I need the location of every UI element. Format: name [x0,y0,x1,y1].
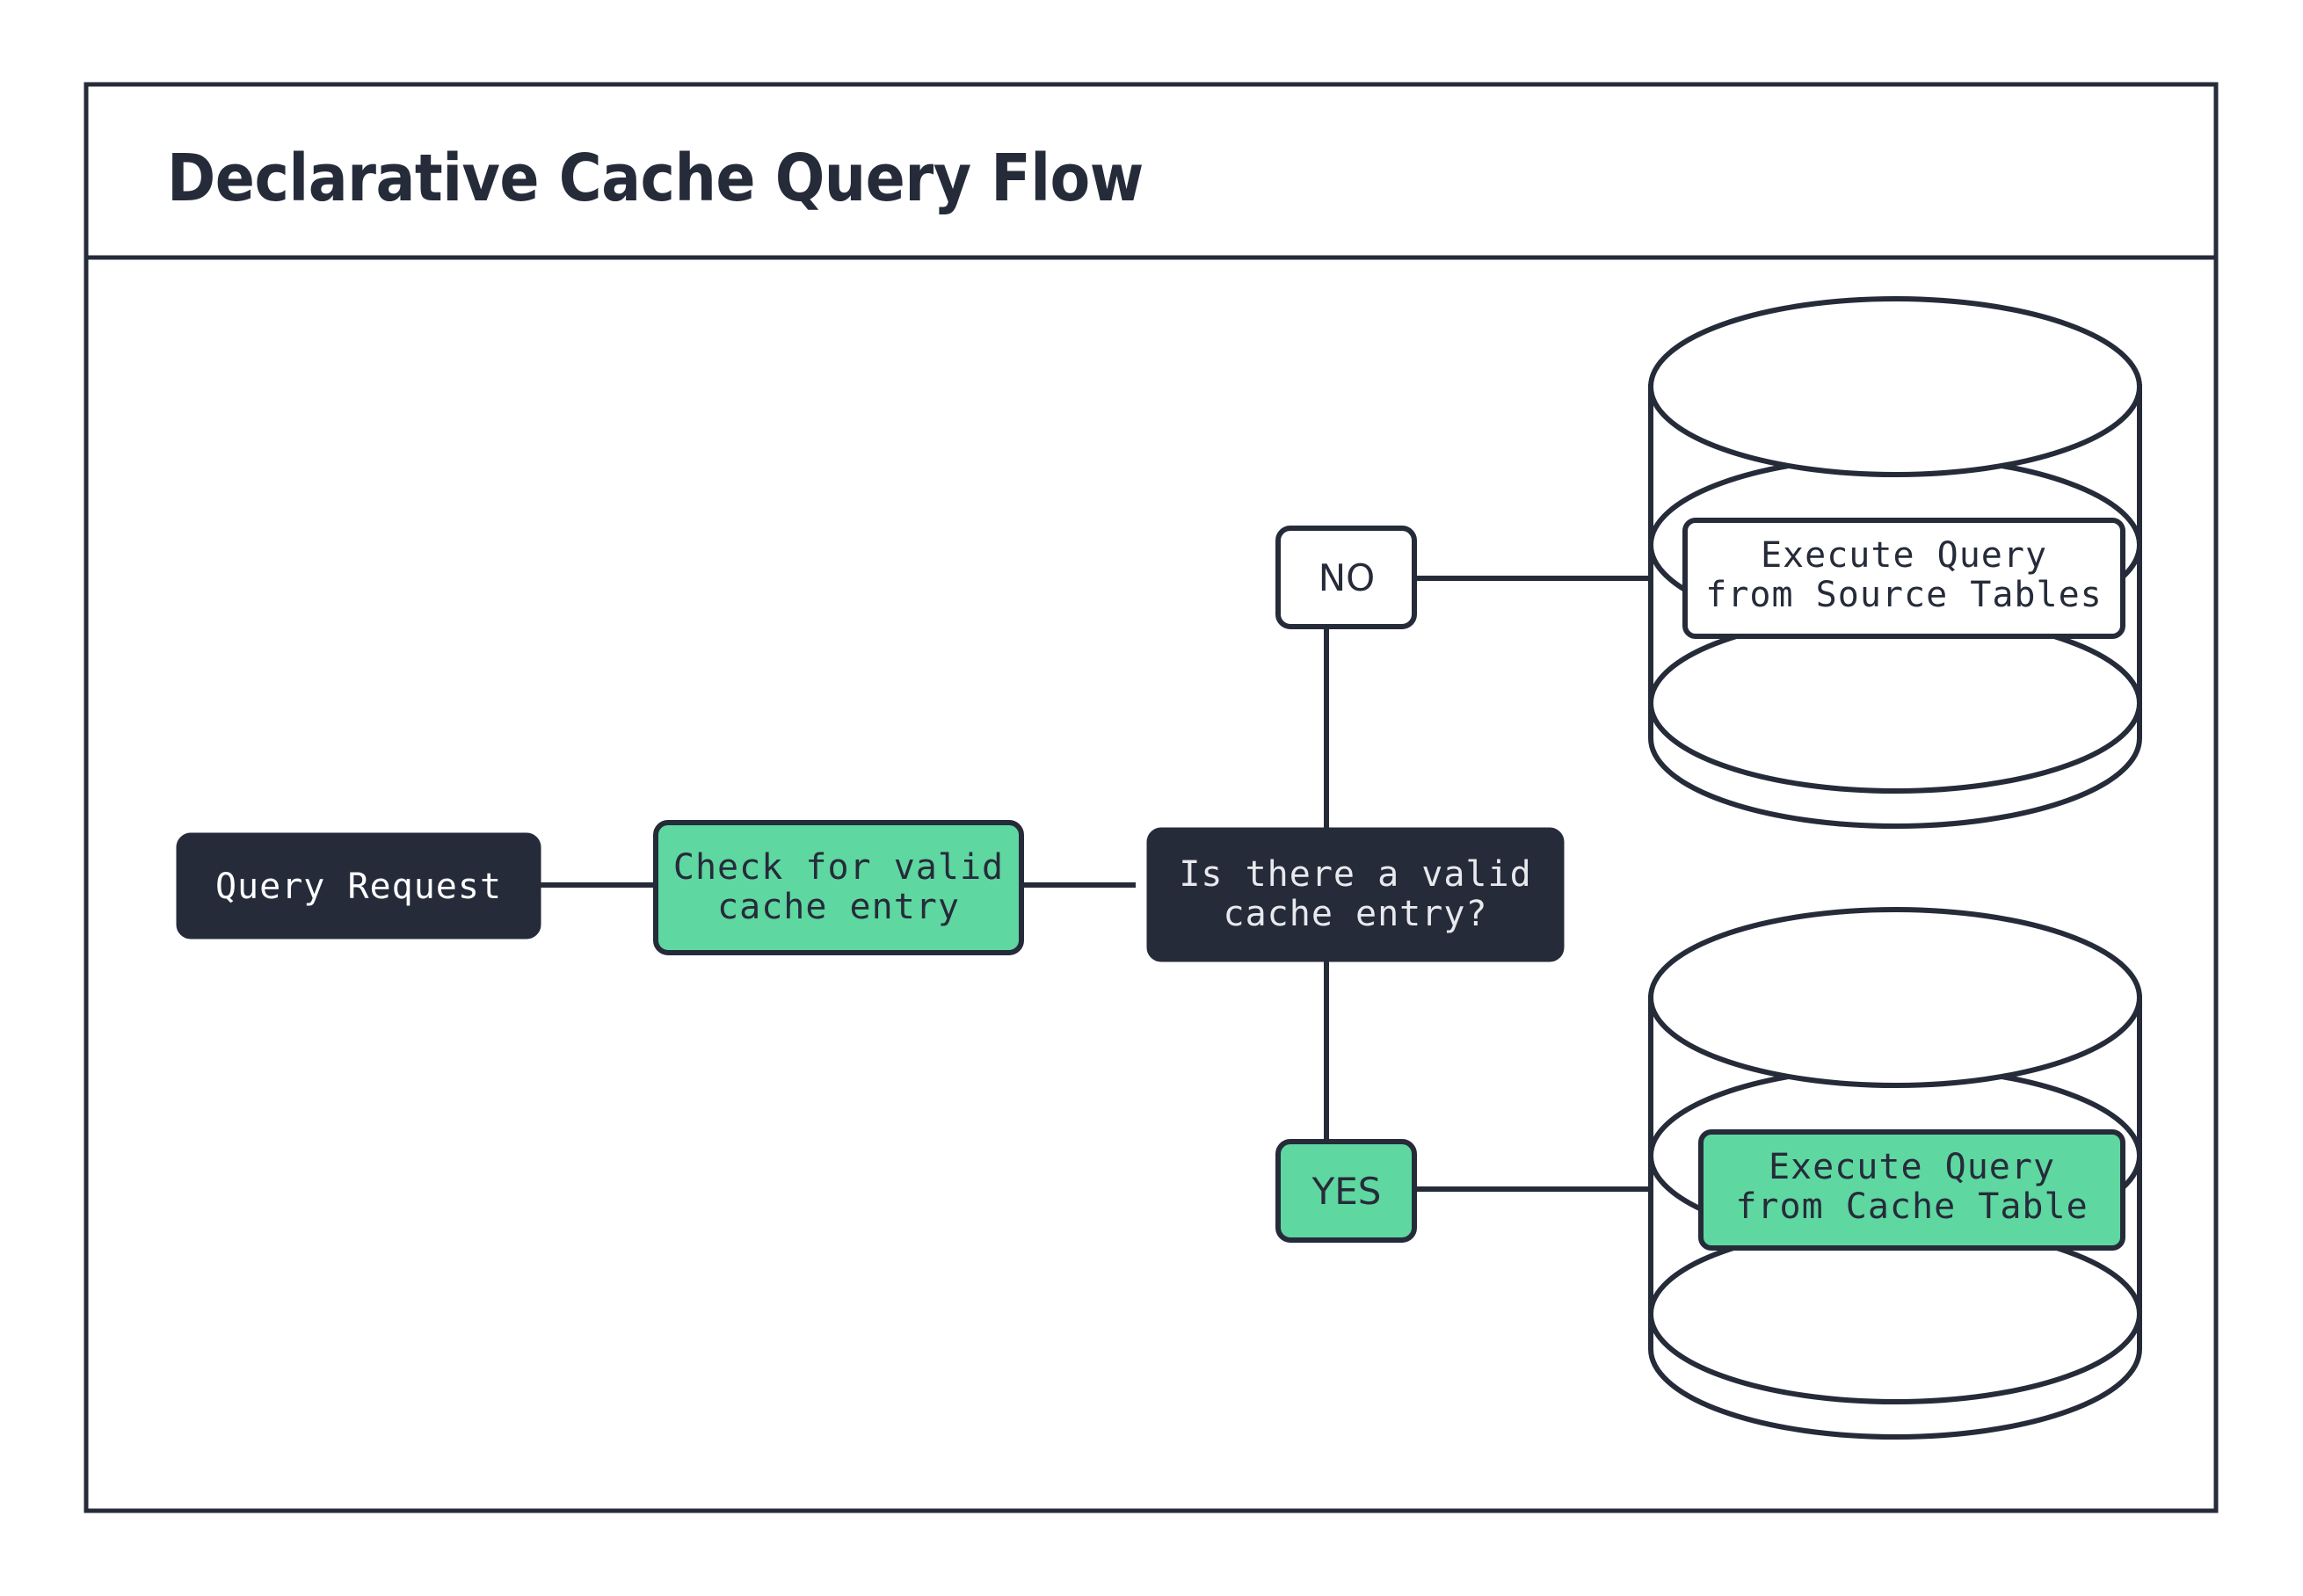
node-check-cache-entry[interactable]: Check for valid cache entry [653,820,1024,955]
query-request-label: Query Request [215,867,502,907]
source-db-label-box [1682,518,2125,639]
cache-db-disk-bottom [1648,1223,2142,1404]
decision-box [1146,827,1565,962]
no-branch-label: NO [1319,556,1375,599]
cache-database-cylinder[interactable]: Execute Query from Cache Table [1648,907,2142,1440]
source-db-label-line2: from Source Tables [1705,575,2102,615]
source-db-label-line1: Execute Query [1761,535,2047,576]
source-db-disk-top [1648,296,2142,477]
query-request-box [176,832,541,939]
source-db-disk-bottom [1648,613,2142,794]
cache-db-label-box [1698,1129,2125,1251]
no-branch-box [1275,526,1417,629]
yes-branch-box [1275,1139,1417,1243]
source-database-cylinder[interactable]: Execute Query from Source Tables [1648,296,2142,829]
branch-label-yes[interactable]: YES [1275,1139,1417,1243]
check-cache-label-line1: Check for valid [673,847,1004,888]
check-cache-box [653,820,1024,955]
cache-db-label-line2: from Cache Table [1735,1186,2088,1227]
cache-db-label-line1: Execute Query [1769,1147,2055,1187]
yes-branch-label: YES [1311,1170,1382,1213]
cache-db-disk-top [1648,907,2142,1088]
node-query-request[interactable]: Query Request [176,832,541,939]
check-cache-label-line2: cache entry [717,887,960,927]
diagram-frame [84,82,2219,1513]
decision-label-line2: cache entry? [1224,894,1488,934]
decision-label-line1: Is there a valid [1179,854,1531,895]
page-title: Declarative Cache Query Flow [167,141,1144,216]
branch-label-no[interactable]: NO [1275,526,1417,629]
node-decision-valid-cache[interactable]: Is there a valid cache entry? [1146,827,1565,962]
